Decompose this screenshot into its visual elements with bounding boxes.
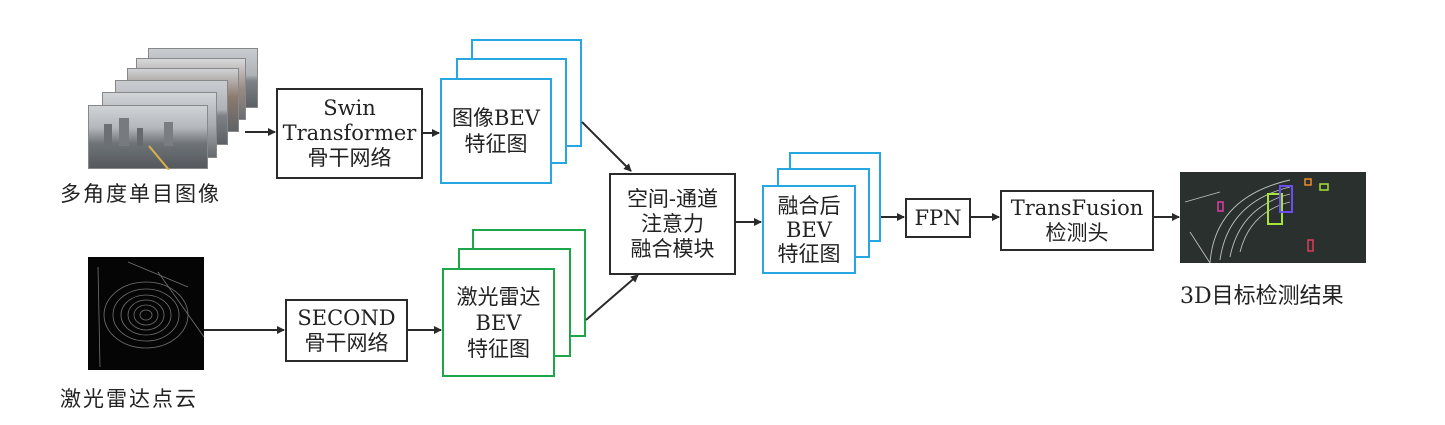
fusion-line-1: 空间-通道: [626, 186, 719, 211]
lidar-bev-feature-map: 激光雷达 BEV 特征图: [442, 268, 555, 377]
lidar-bev-line-3: 特征图: [467, 336, 530, 361]
second-line-2: 骨干网络: [304, 330, 389, 355]
road-icon: [104, 118, 173, 170]
image-bev-line-1: 图像BEV: [452, 106, 540, 130]
transfusion-detection-head: TransFusion 检测头: [1000, 190, 1154, 251]
image-bev-feature-map: 图像BEV 特征图: [440, 78, 552, 184]
swin-line-3: 骨干网络: [307, 146, 392, 170]
lidar-point-cloud-label: 激光雷达点云: [60, 387, 198, 411]
fused-bev-feature-map: 融合后 BEV 特征图: [762, 185, 856, 274]
image-bev-line-2: 特征图: [464, 132, 528, 156]
swin-line-1: Swin: [323, 96, 376, 120]
head-line-2: 检测头: [1045, 220, 1109, 245]
detection-result-label: 3D目标检测结果: [1180, 284, 1344, 309]
head-line-1: TransFusion: [1010, 195, 1144, 220]
lidar-point-cloud-image: [88, 257, 204, 370]
fpn-label: FPN: [914, 205, 962, 230]
fused-bev-line-2: BEV: [786, 217, 832, 242]
second-backbone: SECOND 骨干网络: [285, 299, 408, 362]
lidar-bev-line-1: 激光雷达: [456, 284, 541, 309]
second-line-1: SECOND: [297, 305, 396, 330]
fusion-line-3: 融合模块: [630, 236, 715, 261]
lidar-bev-line-2: BEV: [475, 310, 522, 335]
swin-transformer-backbone: Swin Transformer 骨干网络: [276, 88, 423, 179]
camera-images-label: 多角度单目图像: [60, 182, 221, 206]
detection-result-image: [1180, 172, 1366, 263]
fusion-line-2: 注意力: [641, 211, 704, 236]
fpn-block: FPN: [905, 198, 971, 238]
swin-line-2: Transformer: [282, 121, 417, 145]
fused-bev-line-3: 特征图: [777, 241, 841, 266]
fused-bev-line-1: 融合后: [777, 193, 841, 218]
spatial-channel-attention-fusion-module: 空间-通道 注意力 融合模块: [609, 173, 736, 275]
